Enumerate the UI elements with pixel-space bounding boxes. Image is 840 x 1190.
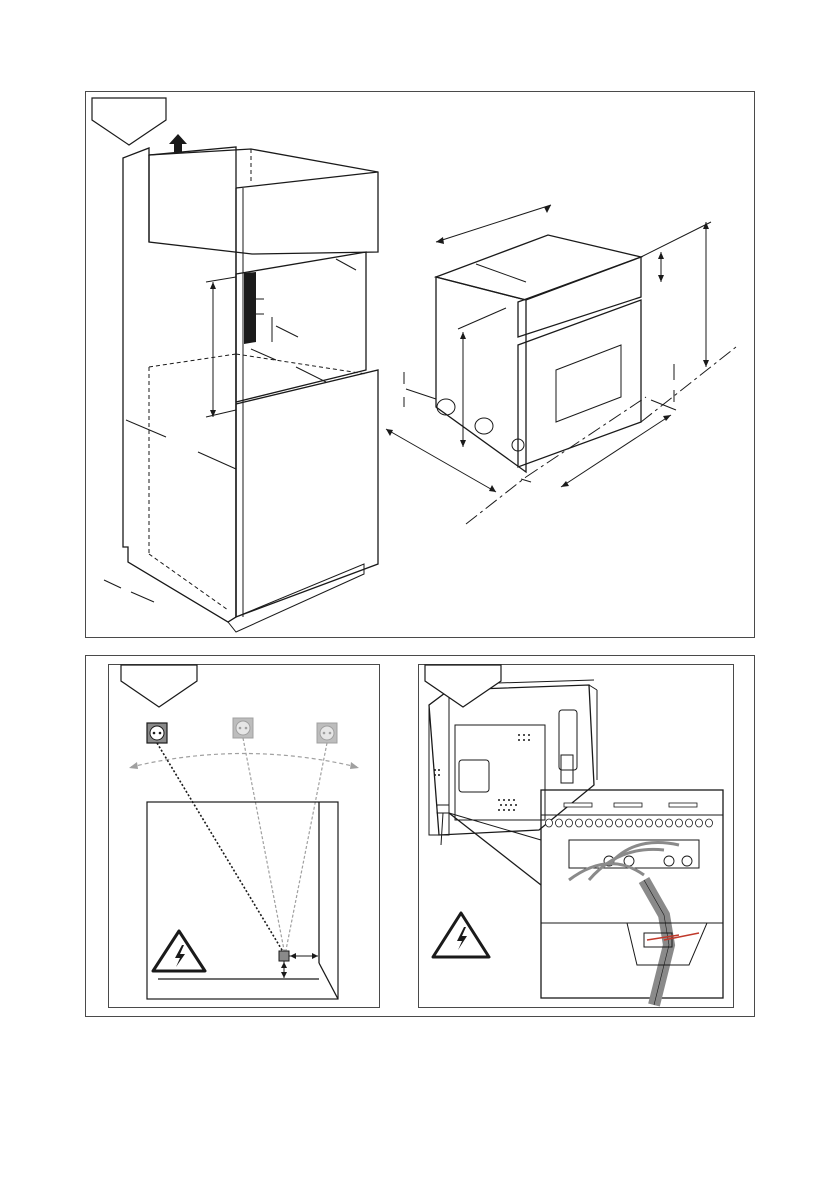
electrical-connection-panel <box>418 664 734 1008</box>
installation-cabinet-panel <box>85 91 755 638</box>
installation-cabinet-drawing <box>86 92 754 637</box>
step-marker <box>121 665 197 707</box>
oven-appliance <box>436 235 641 472</box>
power-socket-icon <box>147 723 167 743</box>
terminal-block-detail <box>541 790 723 1005</box>
bottom-panel <box>85 655 755 1017</box>
electrical-hazard-icon <box>433 913 489 957</box>
socket-position-panel <box>108 664 380 1008</box>
power-socket-icon <box>233 718 253 738</box>
step-marker <box>92 98 166 145</box>
arrow-up-icon <box>169 134 187 152</box>
step-marker <box>425 665 501 707</box>
power-socket-icon <box>317 723 337 743</box>
oven-dimensions <box>386 205 736 524</box>
tall-cabinet <box>123 147 378 632</box>
cabinet-dimensions <box>104 259 356 602</box>
electrical-connection-drawing <box>419 665 733 1007</box>
electrical-hazard-icon <box>153 931 205 971</box>
socket-position-drawing <box>109 665 379 1007</box>
